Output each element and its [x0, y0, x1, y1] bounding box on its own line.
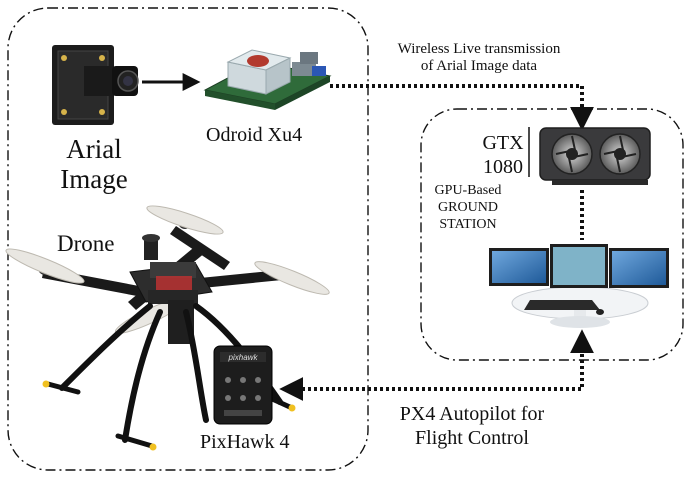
odroid-board-icon: [203, 49, 332, 110]
wireless-label-line1: Wireless Live transmission: [397, 41, 561, 57]
pixhawk-board-text: pixhawk: [228, 353, 259, 362]
drone-system-boundary: [7, 7, 369, 471]
ground-station-icon: [489, 244, 669, 328]
ground-station-boundary: [420, 108, 684, 361]
px4-label: PX4 Autopilot for Flight Control: [372, 402, 572, 450]
gpu-station-label-line1: GPU-Based: [434, 183, 502, 198]
arial-image-label: Arial Image: [54, 134, 134, 194]
odroid-label: Odroid Xu4: [206, 124, 303, 146]
gpu-station-label: GPU-Based GROUND STATION: [418, 182, 518, 233]
gpu-station-label-line3: STATION: [439, 217, 497, 232]
gtx-label-line2: 1080: [483, 156, 523, 178]
arial-image-label-line1: Arial: [66, 134, 122, 164]
px4-label-line1: PX4 Autopilot for: [399, 403, 545, 425]
px4-link-line: [279, 336, 584, 401]
px4-label-line2: Flight Control: [415, 427, 529, 449]
arial-image-label-line2: Image: [60, 164, 128, 194]
gpu-card-icon: [539, 127, 651, 185]
drone-icon: [5, 205, 330, 451]
pixhawk-label: PixHawk 4: [200, 431, 290, 453]
camera-module-icon: [52, 45, 139, 125]
wireless-label-line2: of Arial Image data: [420, 58, 538, 74]
drone-label: Drone: [57, 231, 115, 256]
wireless-label: Wireless Live transmission of Arial Imag…: [374, 41, 584, 75]
gpu-station-label-line2: GROUND: [438, 200, 498, 215]
gtx-label-line1: GTX: [482, 132, 524, 154]
pixhawk-icon: pixhawk: [213, 345, 273, 425]
wireless-link-line: [330, 84, 594, 131]
gtx-label: GTX 1080: [478, 131, 528, 179]
